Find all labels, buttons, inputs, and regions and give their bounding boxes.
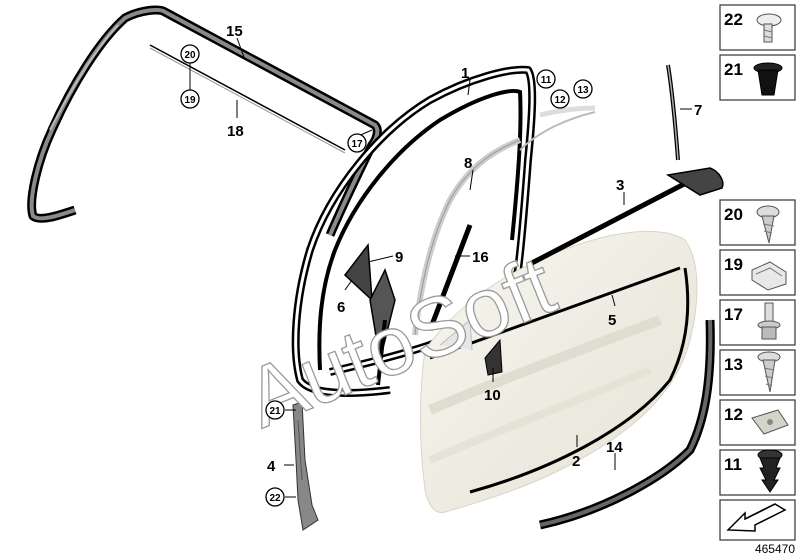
svg-text:19: 19 [724, 255, 743, 274]
fir-tree-clip-icon [757, 449, 783, 493]
callout-14: 14 [606, 439, 623, 456]
oval-head-screw-icon [757, 351, 781, 393]
pillar-trim-7 [666, 64, 680, 161]
push-rivet-icon [756, 13, 782, 43]
callout-15: 15 [226, 23, 243, 40]
navigation-arrow-tile [719, 499, 796, 541]
svg-text:12: 12 [554, 95, 566, 106]
circled-callout-22: 22 [265, 487, 285, 507]
circled-callout-19: 19 [180, 89, 200, 109]
circled-callout-13: 13 [573, 79, 593, 99]
callout-9: 9 [395, 249, 403, 266]
callout-5: 5 [608, 312, 616, 329]
expanding-nut-icon [753, 62, 783, 96]
callout-7: 7 [694, 102, 702, 119]
svg-text:20: 20 [184, 50, 196, 61]
callout-16: 16 [472, 249, 489, 266]
svg-text:12: 12 [724, 405, 743, 424]
channel-16 [427, 224, 473, 331]
reference-number: 465470 [755, 542, 795, 556]
svg-text:20: 20 [724, 205, 743, 224]
strip-11-13 [539, 105, 596, 118]
belt-seal-3 [526, 167, 724, 268]
circled-callout-21: 21 [265, 400, 285, 420]
svg-text:22: 22 [724, 10, 743, 29]
bolt-with-washer-icon [757, 302, 781, 340]
clip-icon [751, 261, 787, 291]
window-channels [412, 105, 596, 336]
door-panel [420, 231, 698, 514]
svg-text:13: 13 [577, 85, 589, 96]
bracket-10 [484, 338, 503, 376]
callout-6: 6 [337, 299, 345, 316]
svg-text:21: 21 [269, 406, 281, 417]
side-panel-item-19: 19 [719, 249, 796, 296]
callout-4: 4 [267, 458, 276, 475]
circled-callouts: 20 19 17 11 12 13 21 22 [180, 44, 593, 507]
circled-callout-17: 17 [347, 133, 367, 153]
callout-8: 8 [464, 155, 472, 172]
callouts: 15 1 18 8 3 7 9 16 6 5 10 4 2 14 [226, 23, 702, 475]
side-panel-item-12: 12 [719, 399, 796, 446]
fastener-panel: 22 21 20 [719, 4, 796, 541]
windshield-seal [27, 5, 382, 237]
side-panel-item-11: 11 [719, 449, 796, 496]
arrow-icon [726, 503, 787, 532]
side-panel-item-21: 21 [719, 54, 796, 101]
side-panel-item-22: 22 [719, 4, 796, 51]
circled-callout-20: 20 [180, 44, 200, 64]
svg-text:13: 13 [724, 355, 743, 374]
sheet-nut-icon [751, 409, 789, 435]
side-panel-item-17: 17 [719, 299, 796, 346]
circled-callout-11: 11 [536, 69, 556, 89]
svg-text:17: 17 [724, 305, 743, 324]
bracket-4 [292, 401, 319, 531]
side-panel-item-13: 13 [719, 349, 796, 396]
svg-text:19: 19 [184, 95, 196, 106]
svg-text:17: 17 [351, 139, 363, 150]
trim-strip-18 [149, 44, 346, 151]
svg-text:21: 21 [724, 60, 743, 79]
circled-callout-12: 12 [550, 89, 570, 109]
callout-3: 3 [616, 177, 624, 194]
svg-text:11: 11 [724, 455, 742, 474]
callout-1: 1 [461, 65, 469, 82]
svg-text:11: 11 [541, 75, 552, 86]
callout-10: 10 [484, 387, 501, 404]
callout-18: 18 [227, 123, 244, 140]
mirror-triangle [343, 242, 396, 386]
torx-screw-icon [756, 205, 780, 244]
callout-2: 2 [572, 453, 580, 470]
side-panel-item-20: 20 [719, 199, 796, 246]
lower-seals [469, 267, 715, 530]
svg-text:22: 22 [269, 493, 281, 504]
